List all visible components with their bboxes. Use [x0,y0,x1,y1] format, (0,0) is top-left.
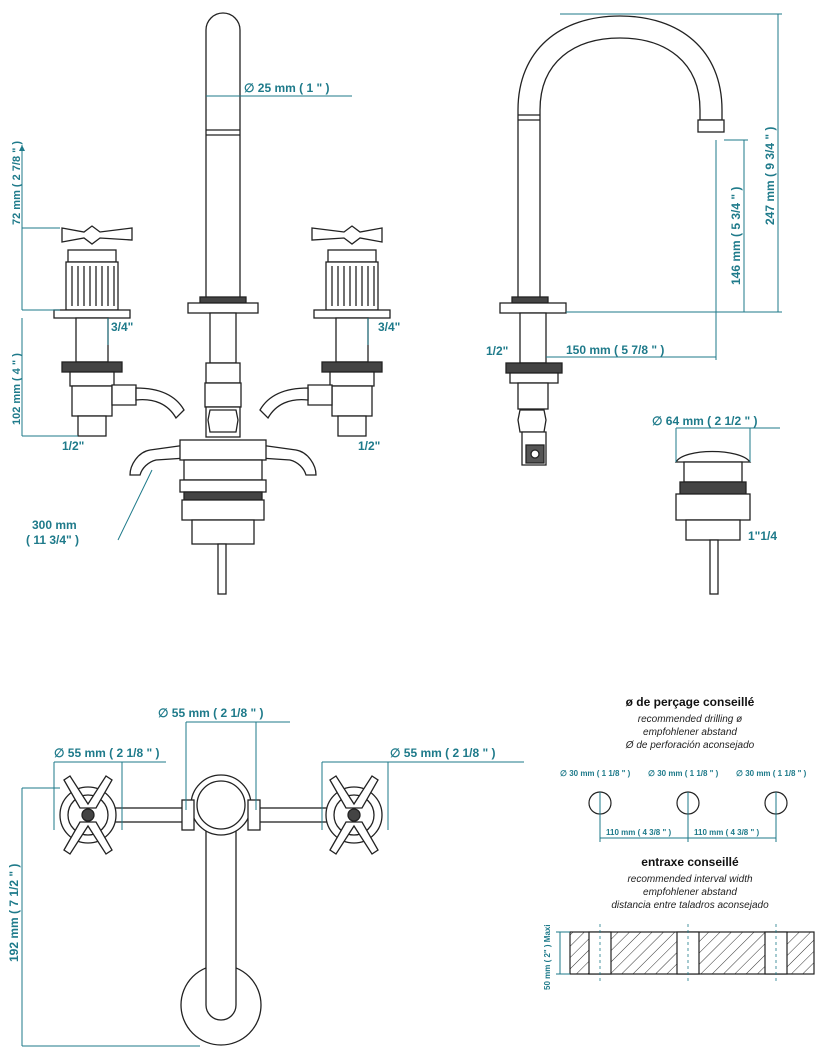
spout-diameter-label: ∅ 25 mm ( 1 " ) [244,81,330,95]
drilling-line-1: recommended drilling ø [638,714,743,725]
left-valve [53,225,185,437]
center-spout [187,12,259,438]
right-valve [259,225,391,437]
hose-length-inch-label: ( 11 3/4" ) [26,533,79,547]
spout-outlet-height-label: 146 mm ( 5 3/4 " ) [729,187,743,285]
hole-label-3: ∅ 30 mm ( 1 1/8 " ) [736,769,807,778]
interval-line-2: empfohlener abstand [643,887,737,898]
hole-label-2: ∅ 30 mm ( 1 1/8 " ) [648,769,719,778]
thickness-label: 50 mm ( 2" ) Maxi [543,924,552,990]
left-thread-top-label: 3/4" [111,320,133,334]
hose-length-label: 300 mm [32,518,77,532]
drain-diameter-label: ∅ 64 mm ( 2 1/2 " ) [652,414,758,428]
spout-reach-label: 150 mm ( 5 7/8 " ) [566,343,664,357]
interval-line-1: recommended interval width [627,874,752,885]
hole-label-1: ∅ 30 mm ( 1 1/8 " ) [560,769,631,778]
drilling-panel: ø de perçage conseillé recommended drill… [560,695,807,842]
body-height-label: 102 mm ( 4 " ) [11,353,23,425]
drilling-title: ø de perçage conseillé [626,695,755,709]
side-thread-label: 1/2" [486,344,508,358]
drilling-line-3: Ø de perforación aconsejado [625,740,755,751]
right-thread-bottom-label: 1/2" [358,439,380,453]
top-right-diameter-label: ∅ 55 mm ( 2 1/8 " ) [390,746,496,760]
interval-line-3: distancia entre taladros aconsejado [611,900,769,911]
top-view [59,774,383,1046]
drilling-line-2: empfohlener abstand [643,727,737,738]
top-view-depth-label: 192 mm ( 7 1/2 " ) [7,864,21,962]
interval-title: entraxe conseillé [641,855,739,869]
side-view [499,15,725,466]
spacing-label-1: 110 mm ( 4 3/8 " ) [606,828,671,837]
right-thread-top-label: 3/4" [378,320,400,334]
handle-height-label: 72 mm ( 2 7/8 " ) [11,141,23,225]
top-left-diameter-label: ∅ 55 mm ( 2 1/8 " ) [54,746,160,760]
front-view [53,12,391,595]
spacing-label-2: 110 mm ( 4 3/8 " ) [694,828,759,837]
interval-panel: entraxe conseillé recommended interval w… [543,855,815,990]
drain-assembly [674,450,752,595]
top-center-diameter-label: ∅ 55 mm ( 2 1/8 " ) [158,706,264,720]
left-thread-bottom-label: 1/2" [62,439,84,453]
drain-thread-label: 1"1/4 [748,529,777,543]
spout-total-height-label: 247 mm ( 9 3/4 " ) [763,127,777,225]
